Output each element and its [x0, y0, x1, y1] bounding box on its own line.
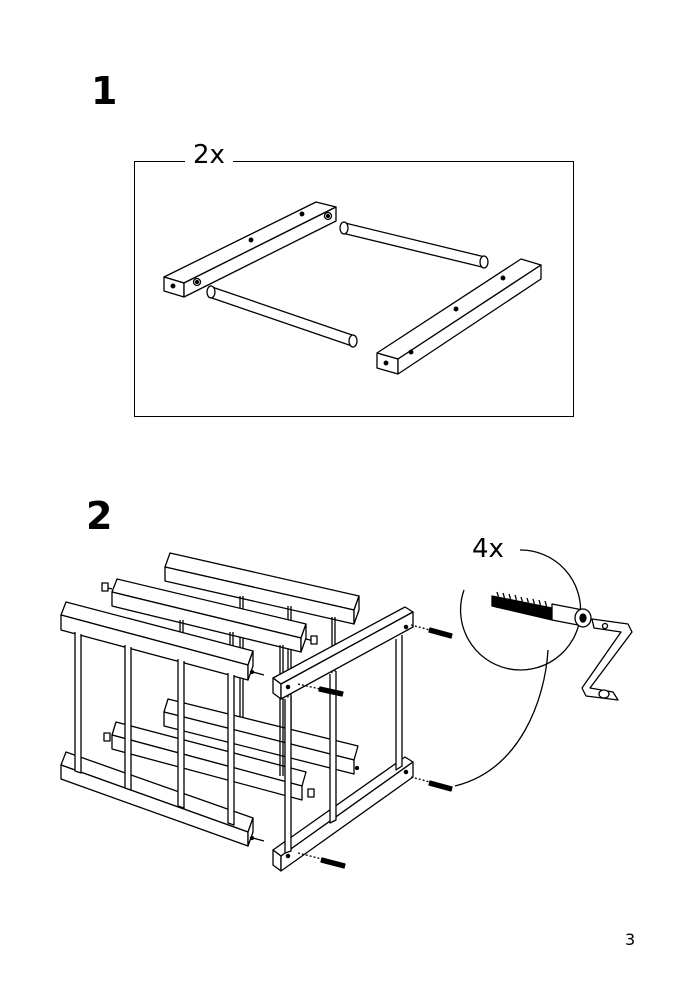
step-1-frame [134, 161, 574, 417]
rod-front [206, 285, 358, 348]
step-2-number: 2 [86, 494, 113, 538]
middle-side-panel [101, 578, 318, 801]
rail-left [163, 201, 337, 298]
front-side-panel [60, 601, 265, 847]
step2-crib-assembly [60, 549, 633, 872]
detail-callout-circle [459, 549, 582, 671]
end-panel [272, 606, 414, 872]
step1-frame-parts [163, 201, 542, 375]
page-number: 3 [625, 930, 636, 949]
rail-right [376, 258, 542, 375]
rod-back [339, 221, 489, 269]
screw-detail [491, 591, 592, 628]
callout-leader [454, 649, 549, 787]
step-2-quantity: 4x [468, 536, 508, 562]
step-1-number: 1 [91, 69, 118, 113]
allen-key-icon [581, 618, 633, 701]
screws [297, 624, 453, 869]
step-1-quantity: 2x [185, 142, 233, 168]
